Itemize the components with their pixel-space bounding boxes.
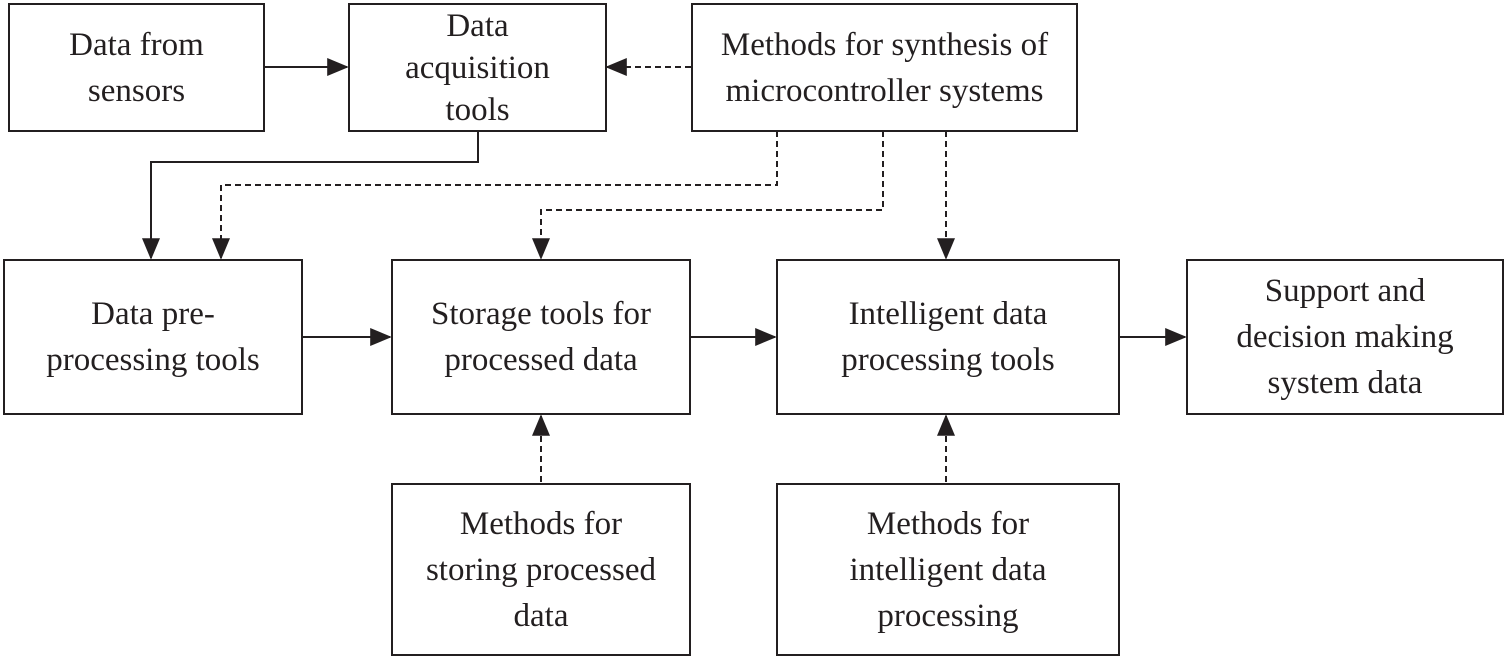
node-label: Storage tools for processed data [431,296,651,378]
node-label: Methods for synthesis of microcontroller… [720,26,1049,109]
node-synthesis-methods: Methods for synthesis of microcontroller… [691,3,1078,132]
node-storage-tools: Storage tools for processed data [391,259,691,415]
node-methods-storing-processed-data: Methods for storing processed data [391,483,691,656]
node-label: Methods for intelligent data processing [849,505,1047,634]
node-data-from-sensors: Data from sensors [8,3,265,132]
node-label: Intelligent data processing tools [841,296,1055,378]
node-label: Data from sensors [69,26,204,109]
node-intelligent-processing-tools: Intelligent data processing tools [776,259,1120,415]
edge-synthesis-to-preprocessing [212,131,778,260]
node-methods-intelligent-processing: Methods for intelligent data processing [776,483,1120,656]
edge-synthesis-to-storage [532,131,884,260]
node-label: Data pre- processing tools [46,296,260,378]
node-data-acquisition-tools: Data acquisition tools [348,3,607,132]
node-label: Support and decision making system data [1236,273,1454,401]
node-label: Methods for storing processed data [425,505,657,634]
node-label: Data acquisition tools [405,7,550,128]
node-support-decision-making: Support and decision making system data [1186,259,1504,415]
node-data-preprocessing-tools: Data pre- processing tools [3,259,303,415]
edge-acquisition-to-preprocessing [142,131,479,260]
